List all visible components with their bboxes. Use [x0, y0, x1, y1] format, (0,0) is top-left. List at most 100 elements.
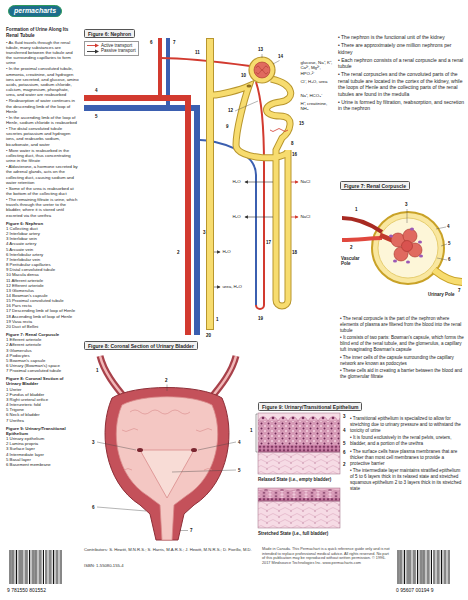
urinary-bladder-illustration	[140, 450, 194, 498]
callout-number: 4	[343, 428, 346, 433]
urinary-bladder-illustration	[100, 356, 126, 399]
callout-number: 20	[206, 333, 211, 338]
epithelium-illustration	[258, 501, 340, 502]
label-anchor: 1	[250, 428, 253, 433]
body-text: • Transitional epithelium is specialized…	[350, 416, 462, 434]
label-anchor: 4	[238, 440, 241, 445]
label-anchor: 8	[291, 141, 294, 146]
key-item: 5 Arcuate vein	[6, 247, 79, 252]
substance-label: H⁺, creatinine, NH₃	[300, 101, 334, 112]
substance-label: H₂O	[232, 214, 241, 219]
callout-number: 7	[173, 40, 176, 45]
label-anchor: 11	[195, 50, 200, 55]
epithelium-illustration	[256, 413, 340, 528]
renal-corpuscle-illustration	[402, 241, 413, 252]
callout-number: 11	[195, 50, 200, 55]
node-title: Figure 6: Nephron	[88, 31, 131, 37]
key-item: 5 Bowman's capsule	[6, 358, 79, 363]
label-anchor: 7	[458, 288, 461, 293]
callout-number: 1	[216, 317, 219, 322]
body-text: • Aldosterone, a hormone secreted by the…	[6, 164, 79, 185]
body-text: • Each nephron consists of a renal corpu…	[338, 57, 464, 70]
callout-number: 17	[266, 240, 271, 245]
key-item: 6 Urinary (Bowman's) space	[6, 363, 79, 368]
label-anchor: 14	[278, 54, 283, 59]
urinary-bladder-illustration	[137, 448, 143, 452]
legend-box: Active transportPassive transport	[84, 41, 139, 56]
callout-number: 6	[343, 450, 346, 455]
label-anchor: NaCl	[300, 179, 311, 184]
label-anchor: 5	[343, 441, 346, 446]
callout-number: 6	[150, 40, 153, 45]
label-anchor: 6	[448, 257, 451, 262]
body-text: • In the proximal convoluted tubule, amm…	[6, 66, 79, 97]
key-item: 8 Peritubular capillaries	[6, 262, 79, 267]
key-item: 6 Basement membrane	[6, 462, 79, 467]
label-anchor: Contributors: S. Hewitt, M.N.R.S.; S. Ha…	[84, 547, 254, 552]
text-column: • The renal corpuscle is the part of the…	[340, 316, 464, 382]
label-anchor: 9	[226, 124, 229, 129]
callout-number: 9	[226, 124, 229, 129]
callout-number: 5	[343, 441, 346, 446]
label-anchor: Vascular Pole	[341, 256, 365, 266]
epithelium-illustration	[258, 488, 340, 491]
legend-row: Passive transport	[87, 48, 136, 53]
callout-number: 5	[448, 241, 451, 246]
label-anchor: 5	[95, 114, 98, 119]
key-item: 2 Afferent arteriole	[6, 342, 79, 347]
label-anchor: H⁺, creatinine, NH₃	[300, 101, 334, 112]
footer-text: ISBN: 1-55080-155-4	[84, 563, 124, 568]
legend-arrow	[87, 49, 99, 54]
label-anchor: 10	[241, 73, 246, 78]
label-anchor: H₂O	[232, 214, 241, 219]
epithelium-illustration	[258, 488, 340, 528]
figure-heading: Figure 8: Coronal Section of Urinary Bla…	[6, 376, 79, 386]
key-item: 1 Efferent arteriole	[6, 337, 79, 342]
callout-number: 10	[241, 73, 246, 78]
urinary-bladder-illustration	[105, 388, 229, 541]
label-anchor: NaCl	[300, 214, 311, 219]
node-title: Figure 9: Urinary/Transitional Epitheliu…	[262, 404, 358, 410]
text-column: Formation of Urine Along Its Renal Tubul…	[6, 27, 79, 467]
key-item: 7 Urethra	[6, 418, 79, 423]
nephron-illustration	[256, 82, 264, 309]
key-item: 2 Fundus of bladder	[6, 392, 79, 397]
legend-text: Active transport	[101, 43, 132, 48]
nephron-illustration	[194, 105, 200, 335]
key-item: 7 Proximal convoluted tubule	[6, 368, 79, 373]
label-anchor: 5	[448, 241, 451, 246]
key-item: 1 Ureter	[6, 387, 79, 392]
callout-number: 3	[343, 414, 346, 419]
label-anchor: 16	[292, 152, 297, 157]
body-text: • As fluid travels through the renal tub…	[6, 40, 79, 66]
label-anchor: 7	[190, 528, 193, 533]
text-column: • Transitional epithelium is specialized…	[350, 416, 462, 494]
renal-corpuscle-illustration	[389, 235, 393, 238]
callout-number: 1	[355, 207, 358, 212]
nephron-illustration	[158, 38, 162, 98]
callout-number: 14	[278, 54, 283, 59]
body-text: • Some of the urea is reabsorbed at the …	[6, 186, 79, 196]
callout-number: 1	[96, 368, 99, 373]
renal-corpuscle-illustration	[407, 209, 447, 260]
body-text: • It consists of two parts: Bowman's cap…	[340, 335, 464, 353]
urinary-bladder-illustration	[210, 356, 236, 399]
label-anchor: Na⁺, HCO₃⁻	[300, 93, 334, 98]
figure-tab: Figure 9: Urinary/Transitional Epitheliu…	[258, 402, 362, 411]
state-caption: Stretched State (i.e., full bladder)	[258, 531, 342, 536]
renal-corpuscle-illustration	[410, 228, 414, 231]
key-item: 6 Neck of bladder	[6, 412, 79, 417]
urinary-bladder-illustration	[210, 356, 236, 399]
callout-number: 18	[292, 250, 297, 255]
label-anchor: 1	[216, 317, 219, 322]
label-anchor: 3	[405, 202, 408, 207]
urinary-bladder-illustration	[97, 356, 236, 540]
callout-number: 2	[165, 378, 168, 383]
callout-number: 4	[95, 88, 98, 93]
key-item: 10 Macula densa	[6, 272, 79, 277]
key-item: 4 Intermediate layer	[6, 452, 79, 457]
epithelium-illustration	[258, 452, 340, 474]
renal-corpuscle-illustration	[342, 209, 462, 284]
key-item: 9 Distal convoluted tubule	[6, 267, 79, 272]
key-item: 20 Duct of Bellini	[6, 324, 79, 329]
